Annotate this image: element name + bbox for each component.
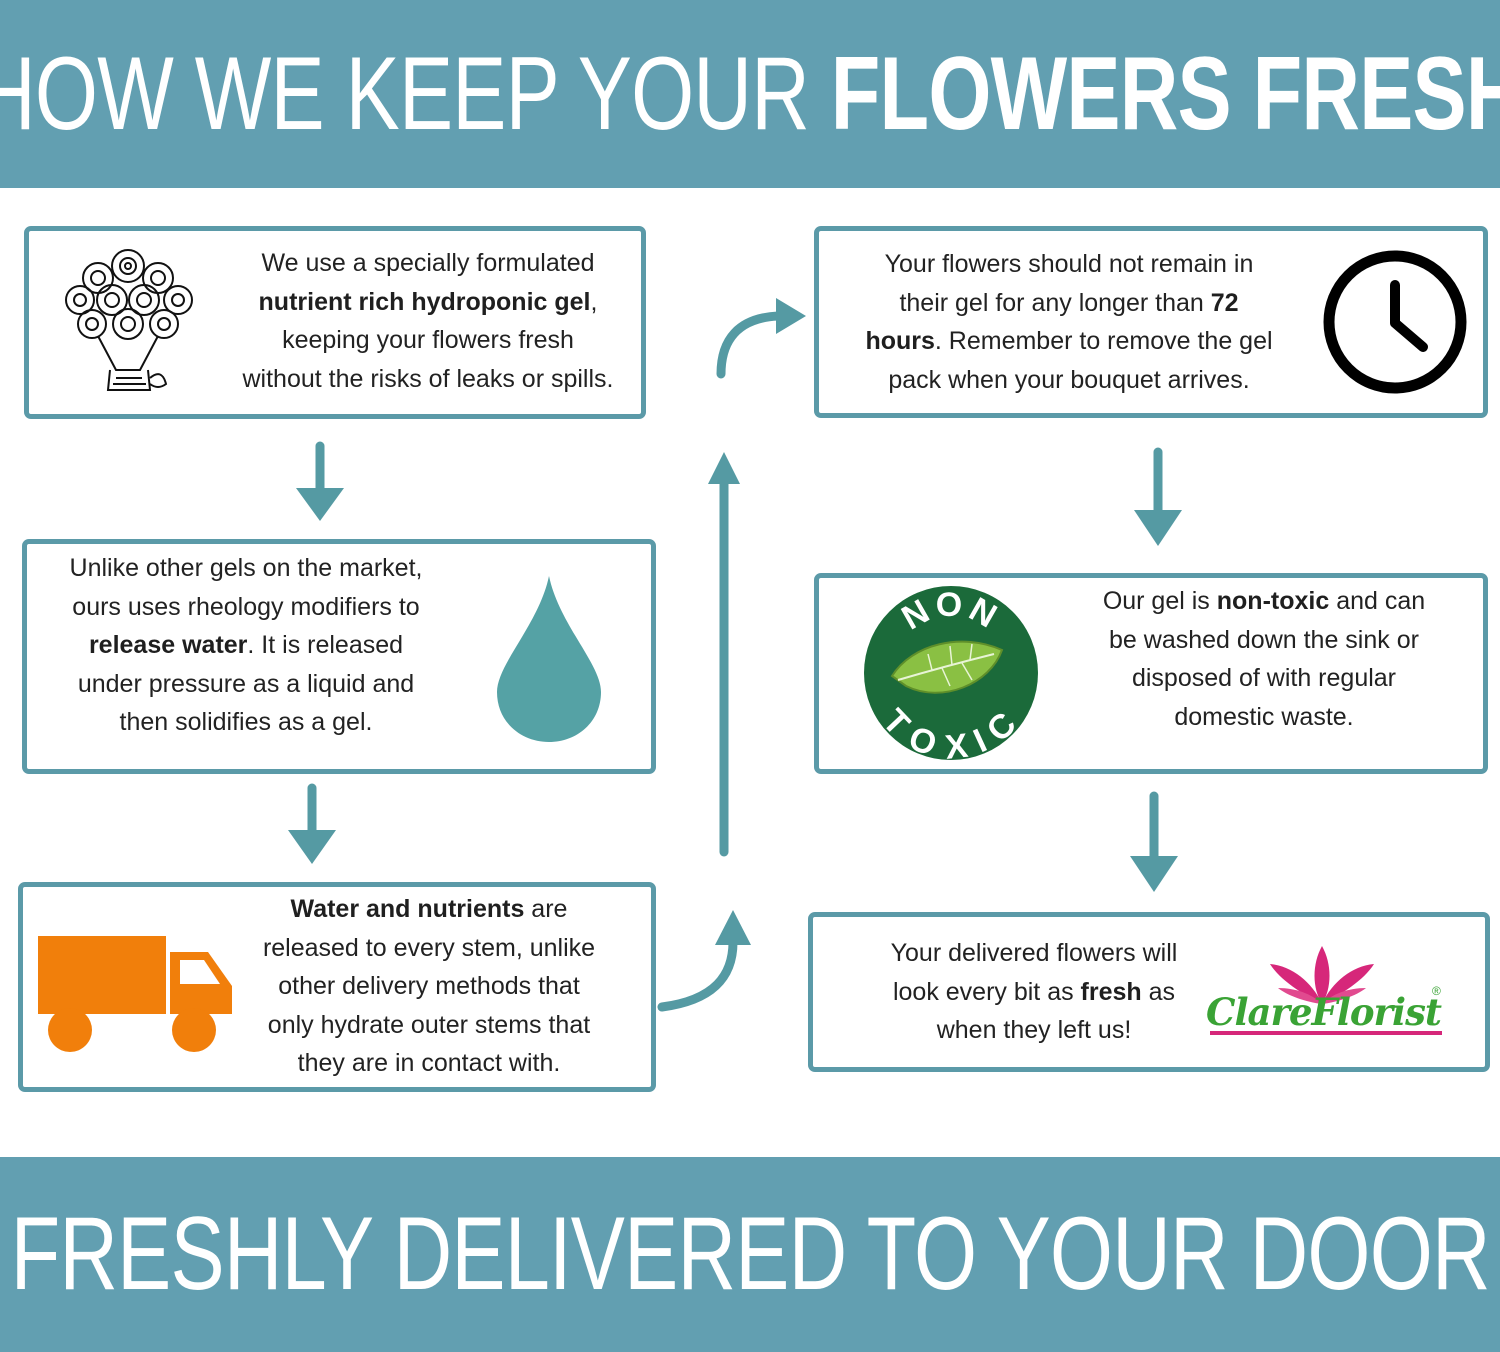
footer-title: FRESHLY DELIVERED TO YOUR DOOR <box>10 1196 1490 1312</box>
nutrients-text: Water and nutrients are released to ever… <box>262 895 596 1077</box>
leaf-icon <box>890 640 1004 694</box>
clock-icon <box>1323 250 1467 394</box>
header-banner: HOW WE KEEP YOUR FLOWERS FRESH <box>0 0 1500 188</box>
registered-mark: ® <box>1432 984 1441 998</box>
footer-banner: FRESHLY DELIVERED TO YOUR DOOR <box>0 1157 1500 1352</box>
non-toxic-text: Our gel is non-toxic and can be washed d… <box>1102 587 1426 731</box>
water-drop-icon <box>497 576 601 742</box>
non-toxic-badge: NON TOXIC <box>864 586 1038 762</box>
title-light: HOW WE KEEP YOUR <box>0 35 831 152</box>
arrow-curve-top <box>716 311 783 379</box>
lotus-icon <box>1270 946 1374 1004</box>
brand-logo: ClareFlorist <box>1206 990 1451 1034</box>
delivery-truck-icon <box>38 936 232 1052</box>
release-text: Unlike other gels on the market, ours us… <box>69 554 423 736</box>
bouquet-icon <box>65 249 193 391</box>
brand-underline <box>1210 1031 1442 1035</box>
delivered-text: Your delivered flowers will look every b… <box>890 939 1178 1044</box>
card-delivered-fresh <box>808 912 1490 1072</box>
arrow-curve-bottom <box>657 937 738 1012</box>
brand-name: ClareFlorist <box>1206 990 1442 1034</box>
title-bold: FLOWERS FRESH <box>830 35 1500 152</box>
page-title: HOW WE KEEP YOUR FLOWERS FRESH <box>0 35 1500 154</box>
gel-text: We use a specially formulated nutrient r… <box>242 249 614 393</box>
time-text: Your flowers should not remain in their … <box>865 250 1273 394</box>
